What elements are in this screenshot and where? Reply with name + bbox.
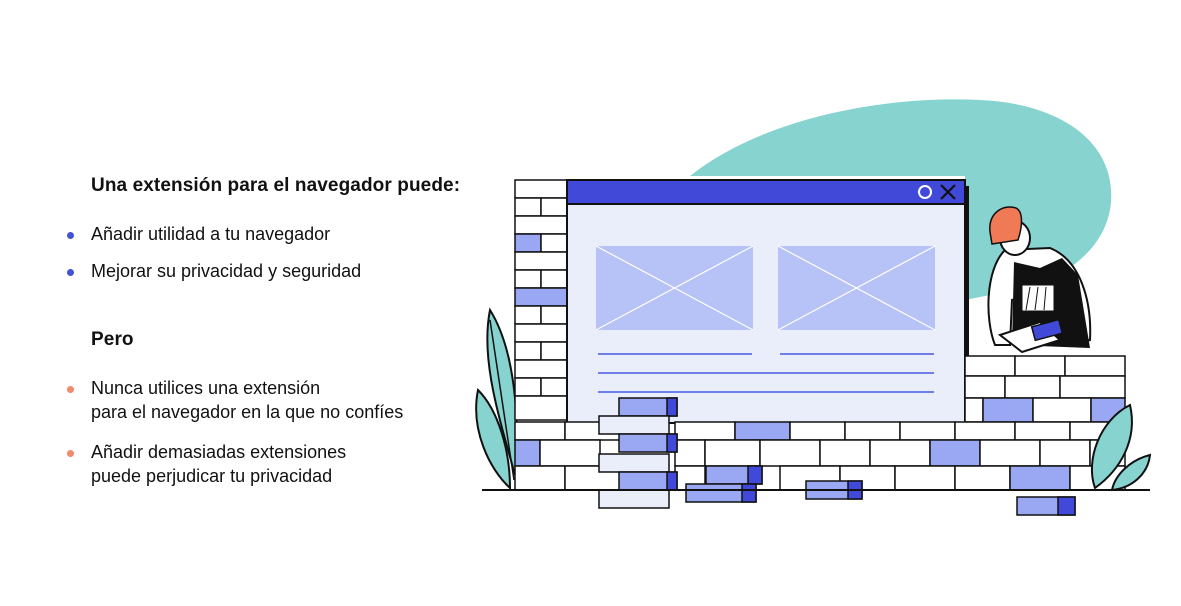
list-item-text: Nunca utilices una extensión para el nav… [91, 376, 403, 424]
worker-figure [987, 206, 1092, 354]
image-placeholder-icon [777, 245, 936, 331]
plant-left-icon [475, 307, 518, 491]
list-item-text: Añadir demasiadas extensiones puede perj… [91, 440, 346, 488]
helmet-icon [989, 206, 1023, 245]
stacked-bricks [598, 397, 1076, 516]
list-item-line: puede perjudicar tu privacidad [91, 466, 333, 486]
bullet-dot-icon [67, 450, 74, 457]
caution-heading: Pero [91, 329, 134, 350]
list-item-line: Añadir demasiadas extensiones [91, 442, 347, 462]
brick-wall [514, 355, 1126, 491]
window-close-icon [940, 184, 956, 200]
list-item-text: Mejorar su privacidad y seguridad [91, 261, 362, 281]
bullet-dot-icon [67, 232, 74, 239]
intro-heading: Una extensión para el navegador puede: [91, 175, 461, 196]
plant-right-icon [1090, 403, 1152, 492]
list-item-text: Añadir utilidad a tu navegador [91, 224, 331, 244]
browser-wall-illustration [475, 99, 1152, 516]
list-item-line: para el navegador en la que no confíes [91, 402, 404, 422]
window-minimize-circle-icon [918, 185, 932, 199]
bullet-dot-icon [67, 269, 74, 276]
browser-window [566, 179, 969, 424]
info-panel: Una extensión para el navegador puede: A… [0, 0, 470, 606]
list-item-line: Nunca utilices una extensión [91, 378, 321, 398]
bullet-dot-icon [67, 386, 74, 393]
brick-column [514, 179, 568, 421]
text-placeholder-lines [598, 353, 934, 393]
image-placeholder-icon [595, 245, 754, 331]
